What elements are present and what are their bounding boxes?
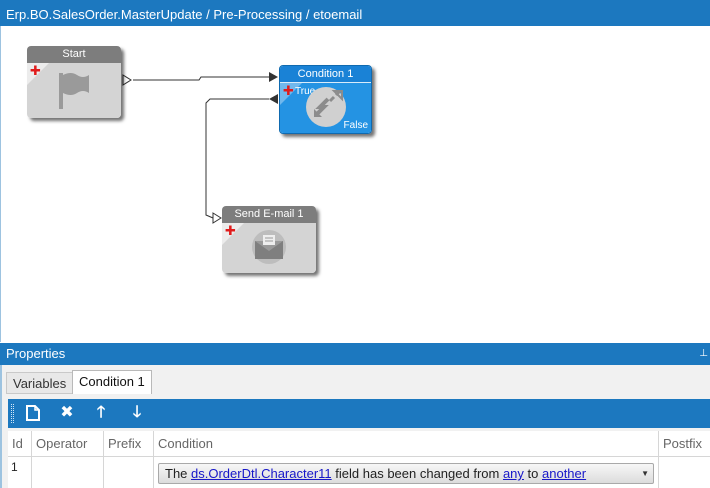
add-icon[interactable]: ✚ [225, 223, 236, 238]
column-header-postfix[interactable]: Postfix [659, 431, 710, 457]
false-port-label: False [343, 120, 368, 131]
column-header-prefix[interactable]: Prefix [104, 431, 154, 457]
properties-toolbar: ✖ 🡑 🡓 [8, 399, 710, 428]
cell-id[interactable]: 1 [8, 457, 32, 488]
add-icon[interactable]: ✚ [283, 83, 294, 98]
start-node[interactable]: Start ✚ [27, 46, 121, 118]
tab-condition-1[interactable]: Condition 1 [72, 370, 152, 394]
cell-prefix[interactable] [104, 457, 154, 488]
column-header-id[interactable]: Id [8, 431, 32, 457]
email-icon [252, 230, 286, 264]
condition-dropdown[interactable]: The ds.OrderDtl.Character11 field has be… [158, 463, 654, 484]
column-header-condition[interactable]: Condition [154, 431, 659, 457]
from-value-link[interactable]: any [502, 466, 524, 481]
cell-operator[interactable] [32, 457, 104, 488]
cell-condition[interactable] [154, 457, 659, 488]
move-up-icon[interactable]: 🡑 [96, 404, 106, 421]
connectors [122, 72, 278, 224]
properties-header: Properties ⊥ [0, 343, 710, 365]
flag-icon [59, 73, 89, 109]
field-link[interactable]: ds.OrderDtl.Character11 [191, 466, 332, 481]
cell-postfix[interactable] [659, 457, 710, 488]
condition-node[interactable]: Condition 1 ✚ True False [279, 65, 372, 134]
condition-node-label: Condition 1 [280, 66, 371, 83]
condition-icon [306, 87, 346, 127]
condition-text-mid2: to [523, 466, 542, 481]
start-node-label: Start [27, 46, 121, 63]
new-icon[interactable] [22, 402, 44, 424]
move-down-icon[interactable]: 🡓 [132, 404, 142, 421]
toolbar-grip[interactable] [11, 404, 14, 423]
to-value-link[interactable]: another [542, 466, 587, 481]
workflow-canvas[interactable]: Start ✚ Condition 1 ✚ True False [0, 26, 710, 342]
tab-variables[interactable]: Variables [6, 372, 74, 394]
pin-icon[interactable]: ⊥ [699, 348, 708, 359]
condition-text-pre: The [165, 466, 192, 481]
window-title: Erp.BO.SalesOrder.MasterUpdate / Pre-Pro… [0, 0, 710, 26]
add-icon[interactable]: ✚ [30, 63, 41, 78]
send-email-node-label: Send E-mail 1 [222, 206, 316, 223]
properties-title: Properties [6, 346, 66, 361]
delete-icon[interactable]: ✖ [60, 404, 74, 421]
column-header-operator[interactable]: Operator [32, 431, 104, 457]
dropdown-arrow-icon[interactable]: ▼ [641, 469, 649, 478]
true-port-label: True [295, 86, 316, 97]
condition-text-mid1: field has been changed from [331, 466, 503, 481]
send-email-node[interactable]: Send E-mail 1 ✚ [222, 206, 316, 273]
